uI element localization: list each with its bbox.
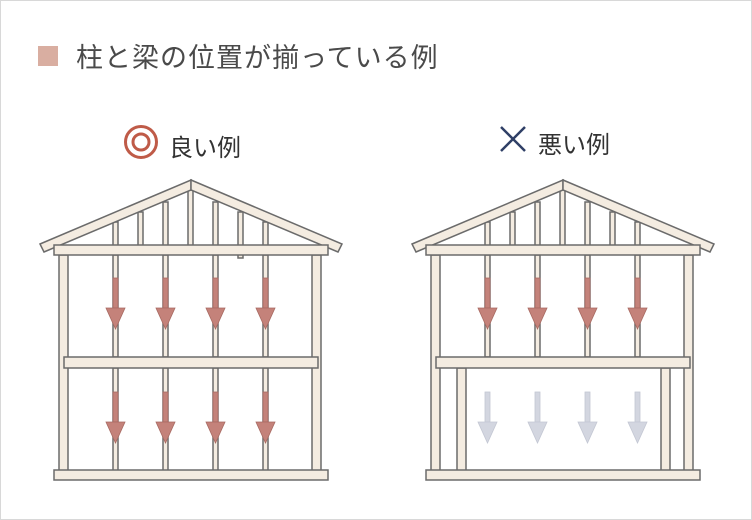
truss-post [484, 221, 491, 249]
load-arrow-upper [205, 277, 226, 330]
top-beam [53, 244, 329, 256]
load-arrow-lower [205, 391, 226, 444]
middle-beam [435, 356, 691, 369]
faint-arrow-lower [627, 391, 648, 444]
heading: 柱と梁の位置が揃っている例 [38, 36, 439, 75]
truss-post [559, 189, 566, 249]
truss-post [237, 211, 244, 259]
truss-post [634, 221, 641, 249]
faint-arrow-lower [527, 391, 548, 444]
faint-arrow-lower [477, 391, 498, 444]
truss-post [584, 201, 591, 249]
heading-title: 柱と梁の位置が揃っている例 [76, 43, 439, 74]
sill-beam [53, 469, 329, 481]
truss-post [509, 211, 516, 249]
sill-beam [425, 469, 701, 481]
truss-post [187, 189, 194, 249]
load-arrow-lower [105, 391, 126, 444]
truss-post [609, 211, 616, 249]
truss-post [137, 211, 144, 249]
stud-lower-offset [660, 367, 671, 473]
truss-post [162, 201, 169, 249]
bad-example-label: 悪い例 [498, 124, 610, 160]
double-circle-icon [123, 124, 159, 166]
load-arrow-upper [577, 277, 598, 330]
good-example-text: 良い例 [169, 133, 241, 162]
good-house-diagram [38, 178, 344, 481]
cross-icon [498, 124, 528, 160]
bad-house-diagram [410, 178, 716, 481]
top-beam [425, 244, 701, 256]
load-arrow-lower [255, 391, 276, 444]
truss-post [262, 221, 269, 249]
heading-square-icon [38, 45, 58, 66]
load-arrow-upper [255, 277, 276, 330]
good-example-label: 良い例 [123, 124, 241, 166]
roof-rafter-right [190, 178, 344, 253]
faint-arrow-lower [577, 391, 598, 444]
load-arrow-lower [155, 391, 176, 444]
load-arrow-upper [155, 277, 176, 330]
load-arrow-upper [105, 277, 126, 330]
load-arrow-upper [627, 277, 648, 330]
load-arrow-upper [477, 277, 498, 330]
roof-rafter-right [562, 178, 716, 253]
middle-beam [63, 356, 319, 369]
truss-post [534, 201, 541, 249]
load-arrow-upper [527, 277, 548, 330]
stud-lower-offset [456, 367, 467, 473]
truss-post [112, 221, 119, 249]
bad-example-text: 悪い例 [538, 130, 610, 159]
truss-post [212, 201, 219, 249]
